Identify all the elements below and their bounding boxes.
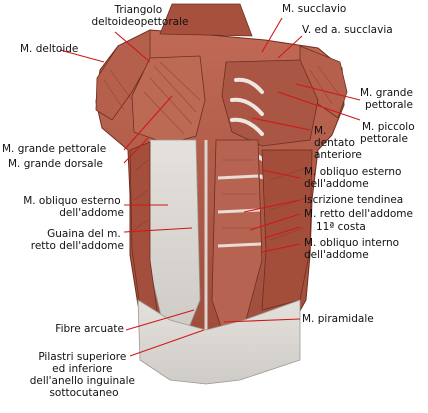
leader-obliquo-esterno-right [261,169,301,179]
label-iscrizione: Iscrizione tendinea [304,194,403,206]
label-obliquo-esterno-right: M. obliquo esterno dell'addome [304,166,405,190]
leader-obliquo-interno [261,243,301,253]
label-deltoide: M. deltoide [20,43,78,55]
label-grande-dorsale: M. grande dorsale [8,158,103,170]
label-guaina: Guaina del m. retto dell'addome [31,228,124,252]
label-pilastri: Pilastri superiore ed inferiore dell'ane… [30,351,139,399]
leader-piccolo-pettorale [277,91,361,121]
leader-grande-dorsale [123,137,149,164]
label-succlavia: V. ed a. succlavia [302,24,393,36]
leader-costa [263,226,301,239]
label-piramidale: M. piramidale [302,313,374,325]
label-obliquo-interno: M. obliquo interno dell'addome [304,237,402,261]
left-deltoid [95,29,151,121]
label-retto-right: M. retto dell'addome [304,208,413,220]
leader-grande-pettorale-right [295,83,361,101]
leader-piramidale [223,318,301,323]
torso-illustration [95,3,348,385]
label-piccolo-pettorale: M. piccolo pettorale [360,121,418,145]
label-dentato: M. dentato anteriore [314,125,362,161]
leader-dentato [251,117,311,131]
leader-succlavio [261,17,283,53]
label-succlavio: M. succlavio [282,3,346,15]
neck-area [159,3,253,37]
label-obliquo-esterno-left: M. obliquo esterno dell'addome [23,195,124,219]
label-fibre: Fibre arcuate [55,323,124,335]
leader-retto-right [249,213,301,231]
leader-lines [59,17,361,357]
leader-succlavia [277,35,303,59]
label-costa: 11ª costa [316,221,366,233]
labels: Triangolo deltoideopettorale M. deltoide… [2,3,418,399]
label-grande-pettorale-left: M. grande pettorale [2,143,106,155]
label-grande-pettorale-right: M. grande pettorale [360,87,416,111]
leader-iscrizione [243,199,301,213]
leader-grande-pettorale-left [123,95,173,151]
label-triangolo: Triangolo deltoideopettorale [92,4,189,28]
leader-triangolo [114,31,151,63]
right-pectoral-region [221,59,319,147]
leader-fibre [125,309,195,331]
leader-pilastri [129,329,205,357]
leader-guaina [123,227,193,233]
leader-deltoide [59,49,105,63]
